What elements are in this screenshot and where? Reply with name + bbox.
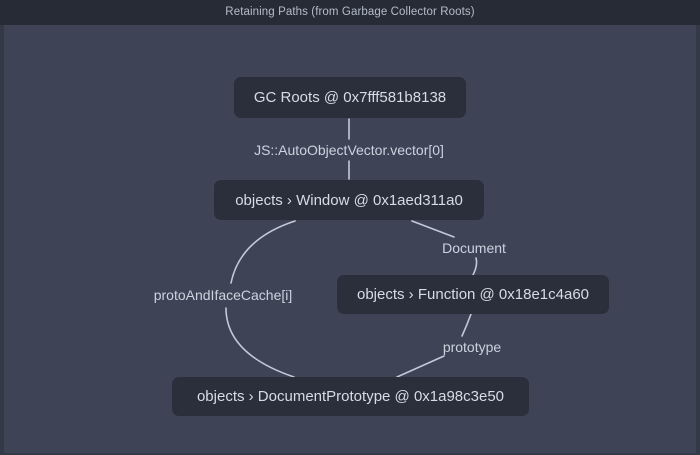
node-label: objects › Function @ 0x18e1c4a60 — [356, 286, 590, 303]
node-label: GC Roots @ 0x7fff581b8138 — [253, 89, 447, 106]
graph-node-gc-roots[interactable]: GC Roots @ 0x7fff581b8138 — [234, 77, 466, 118]
edge-label-window-to-documentprototype: protoAndIfaceCache[i] — [153, 287, 293, 303]
graph-node-document-prototype[interactable]: objects › DocumentPrototype @ 0x1a98c3e5… — [172, 377, 529, 416]
node-label: objects › Window @ 0x1aed311a0 — [235, 191, 463, 209]
panel-title: Retaining Paths (from Garbage Collector … — [0, 0, 700, 25]
edge-label-function-to-documentprototype: prototype — [442, 339, 502, 355]
edge-label-window-to-function: Document — [442, 240, 506, 256]
edge-window-to-function-lower — [472, 257, 478, 276]
edge-window-to-documentprototype-upper — [230, 220, 296, 284]
node-label: objects › DocumentPrototype @ 0x1a98c3e5… — [196, 388, 505, 405]
edge-label-gcroots-to-window: JS::AutoObjectVector.vector[0] — [254, 142, 444, 158]
graph-edges — [225, 118, 478, 378]
edge-window-to-function — [411, 220, 455, 238]
edge-function-to-documentprototype-upper — [461, 313, 472, 337]
edge-function-to-documentprototype-lower — [396, 355, 445, 378]
graph-canvas[interactable]: GC Roots @ 0x7fff581b8138 objects › Wind… — [0, 25, 700, 455]
graph-node-function[interactable]: objects › Function @ 0x18e1c4a60 — [337, 275, 609, 314]
graph-node-window[interactable]: objects › Window @ 0x1aed311a0 — [214, 180, 484, 220]
edge-window-to-documentprototype-lower — [225, 307, 295, 378]
